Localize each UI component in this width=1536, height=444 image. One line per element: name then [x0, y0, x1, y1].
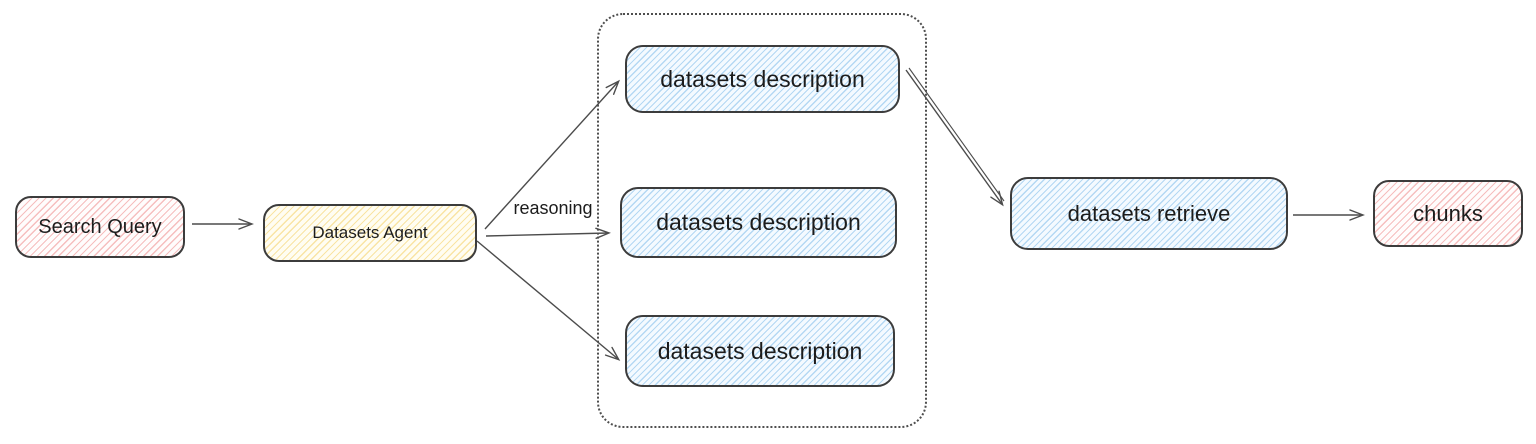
arrow-description-top-to-retrieve [905, 69, 1004, 207]
node-search-query-label: Search Query [38, 215, 162, 238]
node-datasets-retrieve: datasets retrieve [1010, 177, 1288, 250]
edge-label-reasoning: reasoning [513, 198, 593, 218]
arrow-agent-to-description-bottom [476, 240, 621, 361]
arrow-agent-to-description-middle [485, 227, 611, 239]
node-datasets-description-middle: datasets description [620, 187, 897, 258]
node-chunks-label: chunks [1413, 200, 1483, 226]
node-datasets-description-top-label: datasets description [660, 65, 865, 92]
node-datasets-description-top: datasets description [625, 45, 900, 113]
node-chunks: chunks [1373, 180, 1523, 247]
node-datasets-agent: Datasets Agent [263, 204, 477, 262]
node-datasets-description-bottom-label: datasets description [657, 337, 863, 364]
node-datasets-description-middle-label: datasets description [656, 209, 861, 235]
arrow-agent-to-description-top [484, 79, 620, 230]
arrow-description-top-to-retrieve-sketch-stroke [908, 67, 1005, 202]
node-datasets-description-bottom: datasets description [625, 315, 895, 387]
node-datasets-agent-label: Datasets Agent [312, 223, 428, 242]
node-datasets-retrieve-label: datasets retrieve [1067, 200, 1231, 226]
datasets-description-group-container [597, 13, 927, 428]
node-search-query: Search Query [15, 196, 185, 258]
